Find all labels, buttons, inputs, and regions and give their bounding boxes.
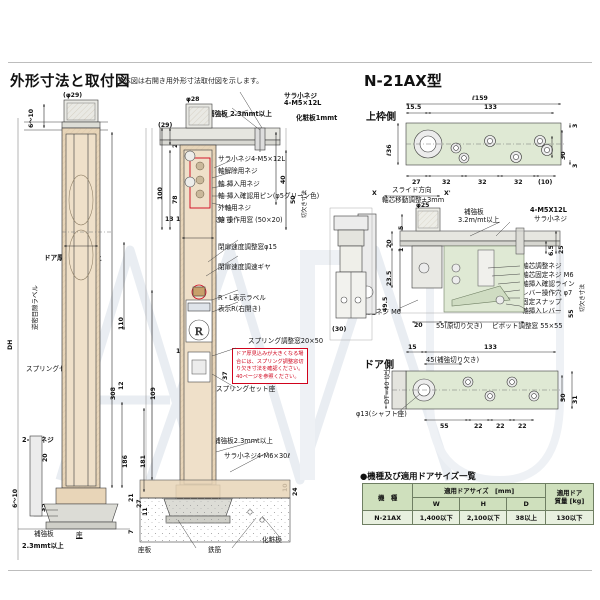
left-reinforce2: 2.3mmt以上 bbox=[22, 542, 64, 550]
uf-d32a: 32 bbox=[442, 179, 451, 186]
mid-d20b: 20 bbox=[414, 322, 423, 329]
mid-axis-adj-screw: 軸芯調整ネジ bbox=[522, 262, 562, 270]
mid-lever-hole: レバー操作穴 φ7 bbox=[522, 289, 573, 297]
spec-table-title: ●機種及び適用ドアサイズ一覧 bbox=[360, 471, 476, 481]
uf-d32c: 32 bbox=[514, 179, 523, 186]
col-weight-line2: 質量 [kg] bbox=[554, 497, 585, 505]
col-weight: 適用ドア 質量 [kg] bbox=[544, 483, 595, 511]
spring-warning-note: ドア厚見込みが大きくなる場合には、スプリング調整窓切り欠き寸法を確認ください。4… bbox=[232, 348, 308, 385]
door-d22c: 22 bbox=[518, 423, 527, 430]
door-d133: 133 bbox=[484, 344, 497, 351]
center-d29p: (29) bbox=[158, 122, 173, 129]
left-spring-seat-text: スプリングセット座 bbox=[26, 365, 86, 373]
table-row: N-21AX 1,400以下 2,100以下 38以上 130以下 bbox=[361, 510, 595, 525]
center-notch: 切欠き寸 bbox=[206, 216, 233, 224]
uf-d32b: 32 bbox=[478, 179, 487, 186]
center-operation-window: 軸 操作用窓 (50×20) bbox=[218, 216, 283, 224]
section-door-side: ドア側 bbox=[364, 360, 394, 371]
door-d22b: 22 bbox=[496, 423, 505, 430]
door-dia13: φ13(シャフト座) bbox=[356, 410, 407, 418]
left-seat: 座 bbox=[76, 531, 83, 539]
mid-axis-adjust: 軸芯移動調整±3mm bbox=[382, 196, 445, 204]
page-title: 外形寸法と取付図 bbox=[10, 74, 130, 90]
center-flat-screw-top: サラ小ネジ bbox=[284, 92, 317, 100]
left-dia29: (φ29) bbox=[63, 92, 83, 99]
mid-axis-fix-m6: 軸固定ネジ M6 bbox=[356, 308, 401, 316]
center-close-speed-window: 閉扉速度調整窓φ15 bbox=[218, 243, 277, 251]
center-flat-screw-m6: サラ小ネジ4-M6×30ℓ bbox=[224, 452, 291, 460]
uf-l159: ℓ159 bbox=[472, 95, 488, 102]
svg-text:R: R bbox=[195, 324, 203, 338]
mid-slide-dir: スライド方向 bbox=[392, 186, 432, 194]
center-insert-screw: 軸 挿入用ネジ bbox=[218, 180, 260, 188]
mid-screw-4m5b: サラ小ネジ bbox=[534, 215, 567, 223]
center-flat-screw-top2: 4-M5×12L bbox=[284, 99, 322, 107]
cell-model: N-21AX bbox=[361, 510, 414, 525]
center-seat-plate: 座板 bbox=[138, 546, 152, 554]
center-confirm-pin: 軸 挿入確認用ピン(φ5グリーン色) bbox=[218, 192, 320, 200]
door-d22a: 22 bbox=[474, 423, 483, 430]
center-spring-window: スプリング調整窓20×50 bbox=[248, 337, 324, 345]
spec-table-subheader-row: W H D bbox=[363, 497, 594, 511]
mid-insert-line: 軸挿入確認ライン bbox=[522, 280, 575, 288]
center-flat-screw: サラ小ネジ4-M5×12L bbox=[218, 155, 286, 163]
mid-reinforce2: 3.2m/mt以上 bbox=[458, 216, 500, 224]
mid-d30p: (30) bbox=[332, 326, 347, 333]
center-rl-label2: 表示R(右開き) bbox=[218, 305, 261, 313]
mid-reinforce: 補強板 bbox=[464, 208, 484, 216]
left-spring-seat-label: スプリングセット座 bbox=[26, 365, 86, 374]
uf-d27: 27 bbox=[412, 179, 421, 186]
center-rl-label: R・L表示ラベル bbox=[218, 294, 266, 302]
left-reinforce: 補強板 bbox=[34, 530, 54, 538]
door-d45: 45(補強切り欠き) bbox=[426, 356, 480, 364]
door-d55: 55 bbox=[440, 423, 449, 430]
mid-axis-fix-screw: 軸芯固定ネジ M6 bbox=[522, 271, 574, 279]
col-h: H bbox=[459, 497, 508, 511]
center-dia28: φ28 bbox=[186, 96, 200, 103]
center-finish-plate: 化粧板1mmt bbox=[296, 114, 338, 122]
mid-x-left: X bbox=[372, 190, 377, 197]
mid-fix-snap: 固定スナップ bbox=[522, 298, 562, 306]
center-reinforce-plate2: 補強板2.3mmt以上 bbox=[214, 437, 273, 445]
center-rebar: 鉄筋 bbox=[208, 546, 222, 554]
mid-insert-lever: 軸挿入レバー bbox=[522, 307, 562, 315]
mid-notch-55: 55(原切り欠き) bbox=[436, 322, 483, 330]
uf-d10: (10) bbox=[538, 179, 553, 186]
uf-d133: 133 bbox=[484, 104, 497, 111]
mid-pivot-window: ピボット調整窓 55×55 bbox=[492, 322, 563, 330]
uf-d15-5: 15.5 bbox=[406, 104, 422, 111]
spec-table: 機 種 適用ドアサイズ [mm] 適用ドア 質量 [kg] W H D N-21… bbox=[361, 483, 595, 525]
mid-screw-4m5: 4-M5X12L bbox=[530, 206, 567, 214]
cell-h: 2,100以下 bbox=[459, 510, 508, 525]
cell-weight: 130以下 bbox=[544, 510, 595, 525]
mid-dia25: φ25 bbox=[416, 202, 430, 209]
model-title: N-21AX型 bbox=[364, 72, 442, 90]
section-upper-frame: 上枠側 bbox=[366, 112, 396, 123]
col-weight-line1: 適用ドア bbox=[556, 488, 583, 497]
door-d15: 15 bbox=[408, 344, 417, 351]
center-release-screw: 軸解除用ネジ bbox=[218, 167, 258, 175]
top-divider bbox=[8, 62, 592, 63]
mid-x-right: X' bbox=[444, 190, 451, 197]
col-d: D bbox=[506, 497, 546, 511]
page-subtitle: ※本図は右開き用外形寸法取付図を示します。 bbox=[118, 77, 264, 85]
center-close-speed-gear: 閉扉速度調速ギヤ bbox=[218, 263, 271, 271]
cell-d: 38以上 bbox=[506, 510, 546, 525]
center-spring-seat: スプリングセット座 bbox=[216, 385, 276, 393]
center-outer-screw: 外軸用ネジ bbox=[218, 204, 251, 212]
bottom-divider bbox=[8, 570, 592, 571]
